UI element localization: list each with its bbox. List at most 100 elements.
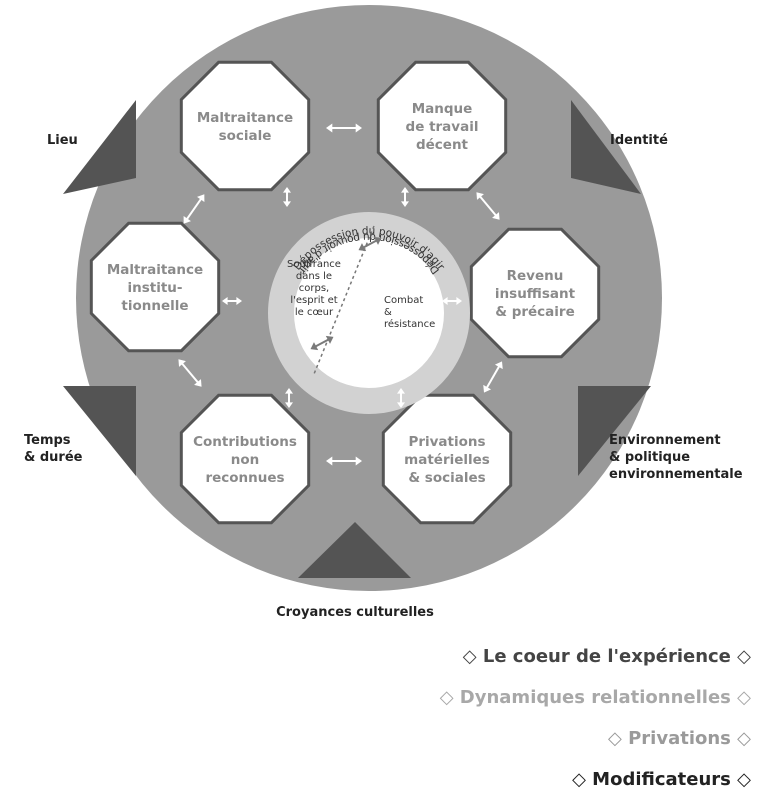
modifier-label-environnement: Environnement & politique environnementale: [609, 433, 743, 482]
octagon-label-line: & précaire: [495, 304, 575, 320]
text-line: le cœur: [295, 307, 334, 318]
arrow-icon: [178, 359, 202, 387]
legend-privations-label: ◇ Privations ◇: [607, 728, 751, 749]
legend: ◇ Le coeur de l'expérience ◇ ◇ Dynamique…: [351, 642, 751, 806]
octagon-label-line: non: [231, 452, 260, 468]
arrow-shaft: [478, 195, 498, 217]
text-line: résistance: [384, 318, 435, 330]
arrow-icon: [442, 297, 462, 305]
octagon-label-line: institu-: [127, 280, 182, 296]
text-line: Environnement: [609, 433, 721, 448]
text-line: l'esprit et: [290, 295, 337, 306]
arrow-head: [183, 216, 191, 224]
octagon-label-line: Maltraitance: [197, 110, 293, 126]
arrow-head: [222, 297, 228, 305]
octagon-label-line: sociale: [219, 128, 272, 144]
arrow-head: [358, 243, 367, 252]
octagon-label-line: matérielles: [404, 452, 490, 468]
diagram: Lieu Identité Temps & durée Environnement…: [24, 5, 743, 620]
octagon-label-line: insuffisant: [495, 286, 576, 302]
text-line: Identité: [610, 133, 668, 148]
arrow-icon: [401, 187, 409, 207]
arrow-shaft: [314, 338, 330, 348]
arrow-icon: [183, 194, 205, 224]
arrow-head: [285, 402, 293, 408]
octagon-shape: [179, 393, 311, 525]
arrow-head: [310, 342, 319, 351]
arrow-head: [373, 236, 382, 245]
arrow-head: [494, 361, 503, 370]
arrow-head: [355, 456, 362, 466]
text-line: & politique: [609, 450, 690, 465]
arrow-head: [397, 388, 405, 394]
arrow-icon: [397, 388, 405, 408]
text-line: environnementale: [609, 467, 743, 482]
arrow-head: [326, 456, 333, 466]
arrow-head: [492, 212, 500, 220]
arrow-head: [326, 123, 333, 133]
octagon-shape: [381, 393, 513, 525]
arrow-head: [355, 123, 362, 133]
arrow-head: [401, 201, 409, 207]
modifier-label-lieu: Lieu: [47, 133, 78, 148]
text-line: dans le: [296, 271, 332, 282]
modifier-label-identite: Identité: [610, 133, 668, 148]
text-line: Combat: [384, 295, 423, 306]
text-line: corps,: [299, 283, 329, 294]
octagon-shape: [469, 227, 601, 359]
arrow-icon: [222, 297, 242, 305]
center-arrow-top-icon: [358, 236, 382, 252]
arrow-icon: [326, 123, 362, 133]
legend-modifiers-label: ◇ Modificateurs ◇: [572, 769, 751, 790]
octagon-label-line: Maltraitance: [107, 262, 203, 278]
octagon-label-line: Revenu: [507, 268, 564, 284]
octagon-maltraitance-sociale: Maltraitance sociale: [179, 60, 311, 192]
arrow-head: [285, 388, 293, 394]
arrow-head: [483, 384, 492, 393]
text-line: Lieu: [47, 133, 78, 148]
text-line: Temps: [24, 433, 71, 448]
arrow-head: [283, 187, 291, 193]
arrow-head: [236, 297, 242, 305]
text-line: Croyances culturelles: [276, 605, 434, 620]
arrow-icon: [483, 361, 503, 393]
arrow-head: [476, 192, 484, 200]
modifier-label-croyances: Croyances culturelles: [276, 605, 434, 620]
text-line: &: [384, 307, 392, 318]
arrow-head: [442, 297, 448, 305]
legend-core-label: ◇ Le coeur de l'expérience ◇: [462, 646, 751, 667]
arrow-head: [397, 402, 405, 408]
octagon-revenu: Revenu insuffisant & précaire: [469, 227, 601, 359]
temps-triangle: [63, 386, 136, 476]
legend-modifiers: ◇ Modificateurs ◇: [351, 765, 751, 806]
arrow-icon: [285, 388, 293, 408]
arrow-shaft: [185, 197, 203, 221]
octagon-label-line: Privations: [408, 434, 485, 450]
arrow-shaft: [485, 364, 501, 390]
octagon-label-line: reconnues: [205, 470, 284, 486]
legend-privations: ◇ Privations ◇: [351, 724, 751, 765]
center-arrow-bottom-icon: [310, 335, 334, 351]
octagon-label-line: de travail: [406, 119, 479, 135]
arrow-icon: [476, 192, 500, 220]
arrow-head: [283, 201, 291, 207]
arrow-head: [197, 194, 205, 202]
center-right-text: Combat&résistance: [384, 295, 435, 330]
arrow-shaft: [362, 239, 378, 249]
text-line: & durée: [24, 450, 83, 465]
octagon-shape: [376, 60, 508, 192]
arrow-head: [401, 187, 409, 193]
legend-core: ◇ Le coeur de l'expérience ◇: [351, 642, 751, 683]
environnement-triangle: [578, 386, 651, 476]
text-line: Souffrance: [287, 259, 341, 270]
modifier-label-temps: Temps & durée: [24, 433, 83, 465]
arrow-head: [325, 335, 334, 344]
arrow-head: [194, 379, 202, 387]
octagon-label-line: Manque: [412, 101, 473, 117]
